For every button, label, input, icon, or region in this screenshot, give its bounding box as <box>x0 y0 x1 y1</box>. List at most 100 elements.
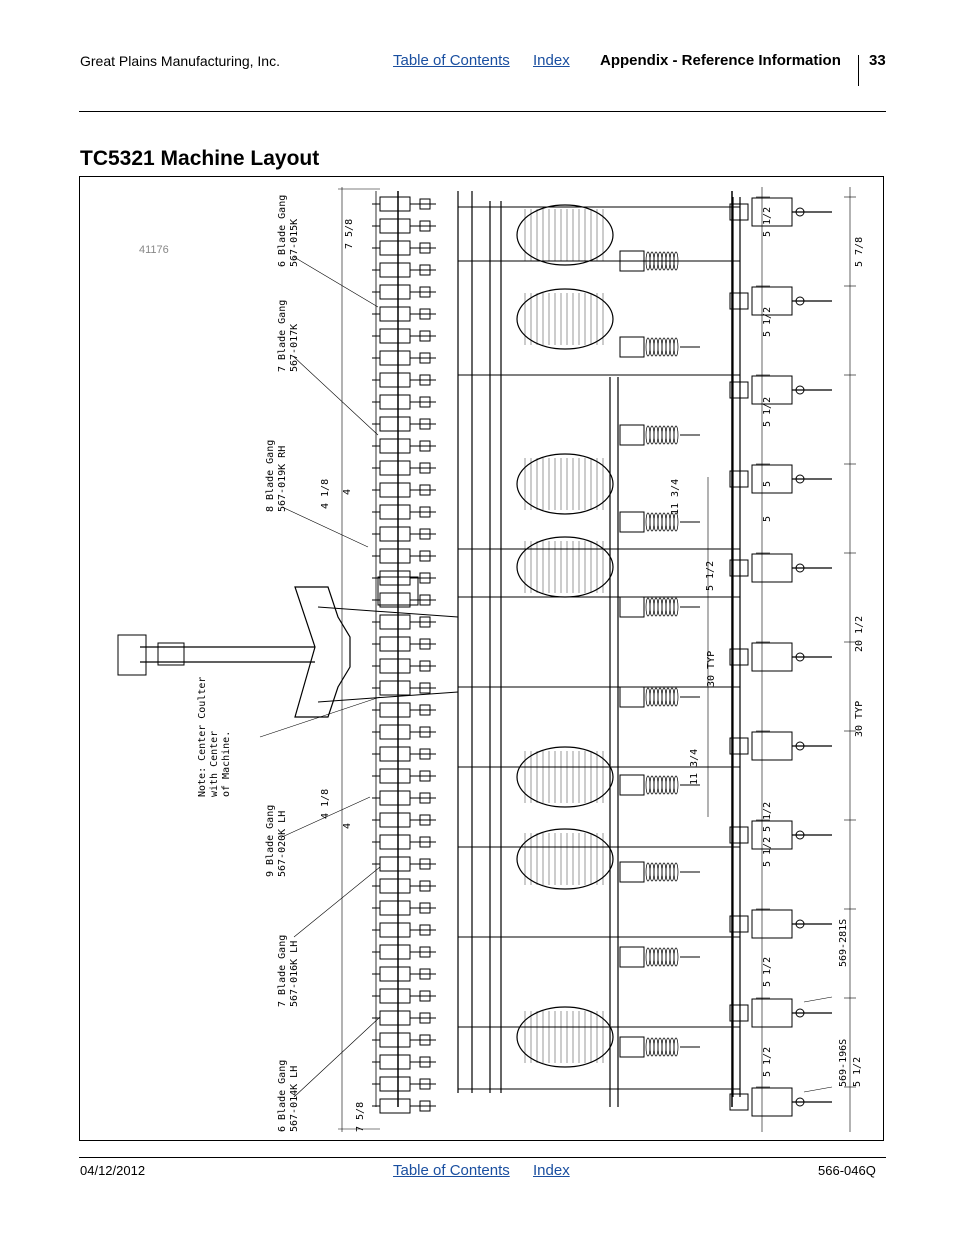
coulter-gang <box>379 966 411 982</box>
header-index-link[interactable]: Index <box>533 52 570 69</box>
left-dimension-text: 4 1/8 <box>320 789 331 819</box>
part-label-text: 5 1/2 <box>852 1057 863 1087</box>
gang-bearing <box>419 770 431 782</box>
spring-mount <box>619 336 645 358</box>
right-dimension-text: 5 1/2 <box>762 307 773 337</box>
gang-label-text: 7 Blade Gang <box>277 300 288 372</box>
hitch-clevis <box>117 634 147 676</box>
right-dimension-text: 5 <box>762 516 773 522</box>
spring-coil <box>645 512 651 532</box>
gang-bearing <box>419 506 431 518</box>
gang-label-text: 567-020K LH <box>277 811 288 877</box>
gang-bearing <box>419 748 431 760</box>
leader-line <box>293 1016 381 1098</box>
shank-mount <box>729 381 749 399</box>
shank-mount <box>729 292 749 310</box>
footer-doc-number: 566-046Q <box>818 1163 876 1178</box>
gang-bearing <box>419 374 431 386</box>
gang-label-text: 7 Blade Gang <box>277 935 288 1007</box>
gang-bearing <box>419 638 431 650</box>
gang-label-text: Note: Center Coulter <box>197 677 208 797</box>
right-dimension-text: 5 1/2 <box>762 397 773 427</box>
footer-index-link[interactable]: Index <box>533 1162 570 1179</box>
coulter-gang <box>379 284 411 300</box>
spring-coil <box>669 687 675 707</box>
header-toc-link[interactable]: Table of Contents <box>393 52 510 69</box>
spring-coil <box>665 597 671 617</box>
spring-coil <box>673 251 679 271</box>
coulter-gang <box>379 790 411 806</box>
shank-mount <box>729 737 749 755</box>
gang-bearing <box>419 902 431 914</box>
spring-coil <box>657 687 663 707</box>
spring-coil <box>649 947 655 967</box>
coulter-gang <box>379 768 411 784</box>
tine-bolt <box>795 919 805 929</box>
spring-coil <box>645 597 651 617</box>
tire <box>516 536 614 598</box>
spring-coil <box>661 1037 667 1057</box>
gang-bearing <box>419 924 431 936</box>
coulter-gang <box>379 922 411 938</box>
shank-mount <box>729 559 749 577</box>
mid-dimension-text: 30 TYP <box>706 651 717 687</box>
spring-coil <box>653 1037 659 1057</box>
tine-bolt <box>795 830 805 840</box>
page-title: TC5321 Machine Layout <box>80 147 320 170</box>
spring-coil <box>653 687 659 707</box>
coulter-gang <box>379 1032 411 1048</box>
hitch-jack <box>157 642 185 666</box>
spring-coil <box>669 947 675 967</box>
spring-coil <box>649 597 655 617</box>
shank-mount <box>729 1093 749 1111</box>
spring-coil <box>653 947 659 967</box>
spring-coil <box>657 425 663 445</box>
spring-coil <box>665 425 671 445</box>
spring-coil <box>673 775 679 795</box>
leader-line <box>259 696 381 738</box>
shank-mount <box>729 203 749 221</box>
tire <box>516 828 614 890</box>
spring-coil <box>673 597 679 617</box>
gang-bearing <box>419 462 431 474</box>
spring-mount <box>619 686 645 708</box>
left-dimension-text: 4 1/8 <box>320 479 331 509</box>
spring-coil <box>669 337 675 357</box>
coulter-gang <box>379 1098 411 1114</box>
shank-clamp <box>751 464 793 494</box>
spring-coil <box>669 1037 675 1057</box>
leader-line <box>803 1086 833 1093</box>
gang-bearing <box>419 858 431 870</box>
coulter-gang <box>379 680 411 696</box>
spring-coil <box>645 337 651 357</box>
tine-bolt <box>795 296 805 306</box>
tongue-brace <box>317 606 459 618</box>
shank-mount <box>729 915 749 933</box>
right-dimension-text: 5 <box>762 481 773 487</box>
center-box <box>377 576 419 606</box>
left-dimension-text: 4 <box>342 489 353 495</box>
shank-mount <box>729 1004 749 1022</box>
right-dimension-text: 5 1/2 <box>762 1047 773 1077</box>
gang-bearing <box>419 594 431 606</box>
right-dimension-text: 5 1/2 <box>762 802 773 832</box>
footer-date: 04/12/2012 <box>80 1163 146 1178</box>
spring-coil <box>657 947 663 967</box>
spring-coil <box>649 862 655 882</box>
footer-rule <box>79 1157 886 1158</box>
coulter-gang <box>379 834 411 850</box>
tine-bolt <box>795 474 805 484</box>
spring-coil <box>661 775 667 795</box>
spring-coil <box>661 337 667 357</box>
gang-bearing <box>419 704 431 716</box>
shank-mount <box>729 648 749 666</box>
gang-bearing <box>419 352 431 364</box>
footer-toc-link[interactable]: Table of Contents <box>393 1162 510 1179</box>
gang-label-text: 6 Blade Gang <box>277 195 288 267</box>
left-dimension-text: 7 5/8 <box>355 1102 366 1132</box>
coulter-gang <box>379 548 411 564</box>
right-dimension-text: 5 1/2 <box>762 207 773 237</box>
gang-label-text: of Machine. <box>221 731 232 797</box>
spring-coil <box>649 775 655 795</box>
